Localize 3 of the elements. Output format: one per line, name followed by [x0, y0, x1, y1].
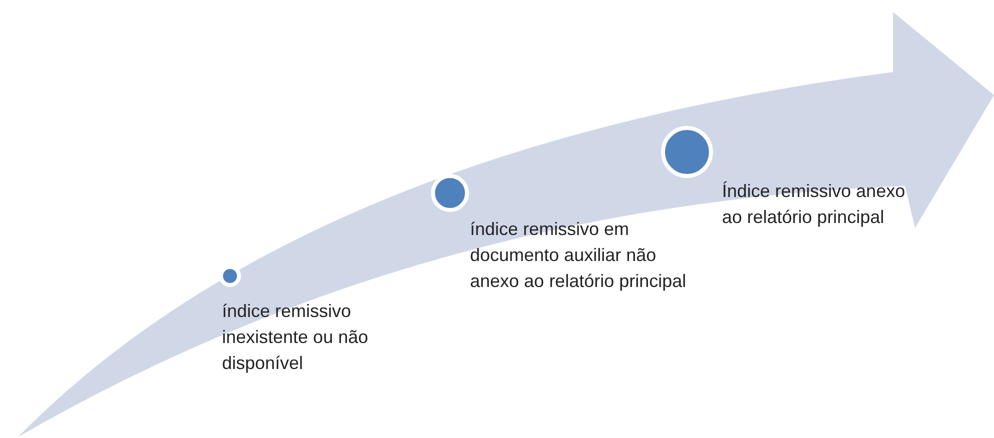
milestone-text: Índice remissivo anexo ao relatório principal — [722, 180, 906, 229]
milestone-text: índice remissivo em documento auxiliar não anexo ao relatório principal — [470, 218, 688, 293]
milestone-text: índice remissivo inexistente ou não disponível — [222, 300, 370, 375]
